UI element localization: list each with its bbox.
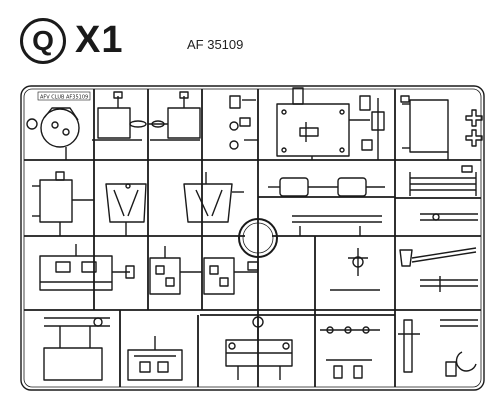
part-long-rods xyxy=(292,213,478,236)
part-panel-a xyxy=(92,91,142,141)
sprue-frame-inner xyxy=(23,88,482,388)
part-tow-hooks xyxy=(398,319,478,377)
part-armour-plate xyxy=(32,171,94,236)
part-bracket-frame-b xyxy=(183,172,244,223)
sprue-brand-tag: AFV CLUB AF35109 xyxy=(37,91,91,101)
part-side-panel xyxy=(400,95,483,160)
horizontal-runners xyxy=(24,159,481,316)
sheet-label: X1 xyxy=(75,19,124,61)
badge-letter: Q xyxy=(32,25,54,56)
vertical-runners xyxy=(93,89,396,387)
part-bottom-box-a xyxy=(43,317,110,381)
sprue-frame xyxy=(20,85,485,391)
part-bracket-frame-a xyxy=(105,183,147,236)
part-grille-b xyxy=(203,257,259,295)
part-suspension-frame xyxy=(225,316,293,380)
part-engine-deck xyxy=(39,244,135,291)
brand-tag-text: AFV CLUB AF35109 xyxy=(40,95,88,101)
part-stowage-boxes xyxy=(268,177,385,197)
sprue-letter-badge: Q xyxy=(20,18,66,64)
part-round-cover xyxy=(26,107,80,160)
part-small-fittings xyxy=(229,95,258,150)
part-small-bolts xyxy=(320,326,380,379)
part-hatch-plate xyxy=(276,87,370,160)
part-bottom-box-b xyxy=(127,336,183,381)
part-hinge-set xyxy=(359,95,385,160)
part-antenna-mount xyxy=(330,248,380,291)
part-panel-b xyxy=(129,91,201,141)
part-tool-rack xyxy=(409,165,477,196)
part-code: AF 35109 xyxy=(187,37,244,52)
part-grille-a xyxy=(149,246,202,295)
sprue-gate-circle xyxy=(238,218,278,258)
part-shovel xyxy=(399,247,478,292)
